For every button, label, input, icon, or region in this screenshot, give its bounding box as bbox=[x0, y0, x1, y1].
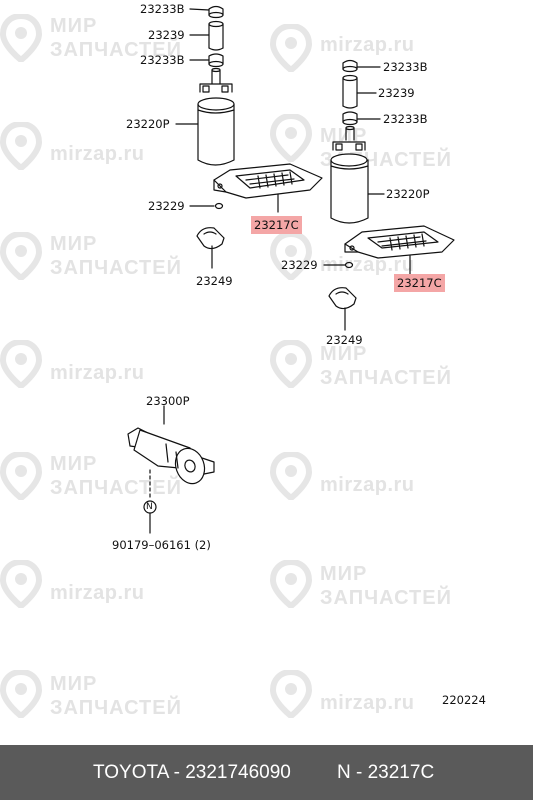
hose-23239-left bbox=[189, 20, 224, 51]
map-pin-watermark-icon bbox=[270, 452, 312, 500]
map-pin-watermark-icon bbox=[270, 24, 312, 72]
cushion-23249-right bbox=[328, 287, 357, 331]
watermark-site: mirzap.ru bbox=[320, 34, 415, 56]
map-pin-watermark-icon bbox=[0, 122, 42, 170]
clamp-23233b-right-bottom bbox=[342, 111, 381, 126]
watermark-line1: МИР bbox=[320, 343, 368, 365]
label-23229-left: 23229 bbox=[148, 199, 185, 213]
fuel-pump-23220p-right bbox=[330, 125, 385, 224]
label-23217c-left-highlight: 23217C bbox=[251, 216, 302, 234]
diagram-code: 220224 bbox=[442, 693, 486, 707]
label-23249-left: 23249 bbox=[196, 274, 233, 288]
watermark-line1: МИР bbox=[50, 15, 98, 37]
clamp-23233b-left-bottom bbox=[189, 53, 224, 68]
n-marker: N bbox=[146, 502, 153, 512]
footer-bar: TOYOTA - 2321746090 N - 23217C bbox=[0, 745, 533, 800]
watermark-site: mirzap.ru bbox=[320, 254, 415, 276]
watermark-site: mirzap.ru bbox=[50, 143, 145, 165]
map-pin-watermark-icon bbox=[0, 232, 42, 280]
watermark-line2: ЗАПЧАСТЕЙ bbox=[50, 697, 182, 719]
label-23217c-right-highlight: 23217C bbox=[394, 274, 445, 292]
watermark-line1: МИР bbox=[50, 673, 98, 695]
label-23300p: 23300P bbox=[146, 394, 190, 408]
label-23220p-right: 23220P bbox=[386, 187, 430, 201]
label-23239-right: 23239 bbox=[378, 86, 415, 100]
label-23249-right: 23249 bbox=[326, 333, 363, 347]
map-pin-watermark-icon bbox=[270, 560, 312, 608]
label-23233b-left-bottom: 23233B bbox=[140, 53, 185, 67]
hose-23239-right bbox=[342, 74, 377, 109]
map-pin-watermark-icon bbox=[0, 340, 42, 388]
parts-drawing bbox=[127, 5, 455, 534]
watermark-site: mirzap.ru bbox=[50, 362, 145, 384]
watermark-site: mirzap.ru bbox=[50, 582, 145, 604]
fuel-strainer-23217c-left bbox=[213, 163, 323, 213]
map-pin-watermark-icon bbox=[0, 670, 42, 718]
clip-23229-right bbox=[323, 261, 354, 269]
fuel-filter-23300p bbox=[127, 405, 215, 534]
map-pin-watermark-icon bbox=[0, 14, 42, 62]
map-pin-watermark-icon bbox=[270, 114, 312, 162]
map-pin-watermark-icon bbox=[0, 560, 42, 608]
clamp-23233b-right-top bbox=[342, 59, 381, 73]
watermark-line1: МИР bbox=[50, 233, 98, 255]
watermark-site: mirzap.ru bbox=[320, 692, 415, 714]
watermark-line2: ЗАПЧАСТЕЙ bbox=[50, 257, 182, 279]
watermark-line2: ЗАПЧАСТЕЙ bbox=[320, 367, 452, 389]
footer-part-number: TOYOTA - 2321746090 bbox=[93, 761, 291, 783]
watermark-line1: МИР bbox=[50, 453, 98, 475]
map-pin-watermark-icon bbox=[270, 232, 312, 280]
watermark-line2: ЗАПЧАСТЕЙ bbox=[50, 477, 182, 499]
watermark-line2: ЗАПЧАСТЕЙ bbox=[320, 587, 452, 609]
label-23233b-right-top: 23233B bbox=[383, 60, 428, 74]
map-pin-watermark-icon bbox=[0, 452, 42, 500]
clip-23229-left bbox=[189, 202, 224, 210]
label-90179-06161: 90179–06161 (2) bbox=[112, 538, 211, 552]
footer-reference: N - 23217C bbox=[337, 761, 435, 783]
label-23220p-left: 23220P bbox=[126, 117, 170, 131]
watermark-line1: МИР bbox=[320, 563, 368, 585]
cushion-23249-left bbox=[196, 227, 225, 269]
map-pin-watermark-icon bbox=[270, 340, 312, 388]
clamp-23233b-left-top bbox=[189, 5, 224, 19]
watermark-site: mirzap.ru bbox=[320, 474, 415, 496]
fuel-strainer-23217c-right bbox=[344, 225, 455, 275]
watermark-line2: ЗАПЧАСТЕЙ bbox=[50, 39, 182, 61]
fuel-pump-23220p-left bbox=[175, 67, 235, 166]
label-23229-right: 23229 bbox=[281, 258, 318, 272]
label-23233b-right-bottom: 23233B bbox=[383, 112, 428, 126]
map-pin-watermark-icon bbox=[270, 670, 312, 718]
label-23239-left: 23239 bbox=[148, 28, 185, 42]
label-23233b-left-top: 23233B bbox=[140, 2, 185, 16]
